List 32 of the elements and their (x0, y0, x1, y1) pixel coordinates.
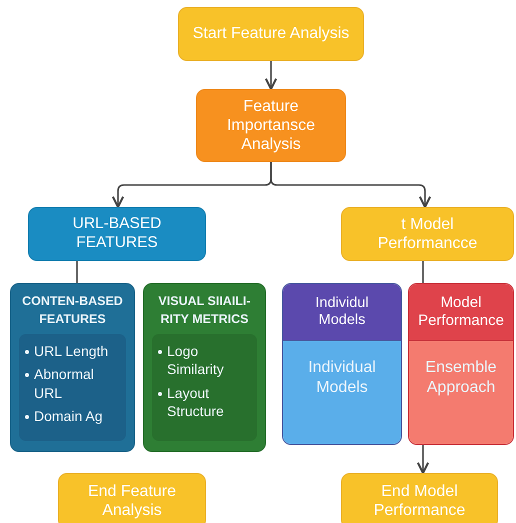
panel-heading: VISUAL SIIAILI-RITY METRICS (157, 293, 252, 328)
category-box (28, 207, 206, 261)
node-label: URL-BASED FEATURES (72, 215, 162, 253)
bullet-item: Domain Ag (34, 406, 102, 425)
node-label: Start Feature Analysis (192, 24, 350, 44)
bullet-item: URL Length (34, 342, 108, 360)
node-label: Feature Importansce Analysis (226, 96, 316, 154)
feature-list (152, 334, 257, 441)
card-text: Individual Models (307, 358, 377, 397)
card-heading: Individul Models (314, 294, 370, 330)
node-label: End Feature Analysis (86, 482, 178, 520)
connector-arrow (264, 61, 278, 90)
model-card (282, 283, 402, 445)
feature-list (19, 334, 126, 441)
end-box (341, 473, 498, 523)
node-label: t Model Performancce (376, 214, 478, 254)
process-box (196, 89, 346, 162)
node-label: End Model Performance (372, 482, 466, 520)
connector-arrow (416, 445, 430, 474)
end-box (58, 473, 206, 523)
bullet-item: Logo Similarity (167, 342, 225, 379)
category-box (341, 207, 514, 261)
start-box (178, 7, 364, 61)
connector-arrow (270, 162, 432, 208)
bullet-item: Layout Structure (167, 384, 225, 420)
card-heading: Model Performance (418, 294, 504, 330)
bullet-item: Abnormal URL (34, 365, 95, 402)
card-text: Ensemble Approach (424, 358, 498, 397)
feature-panel (143, 283, 266, 452)
model-card (408, 283, 514, 445)
panel-heading: CONTEN-BASED FEATURES (21, 293, 124, 328)
feature-panel (10, 283, 135, 452)
